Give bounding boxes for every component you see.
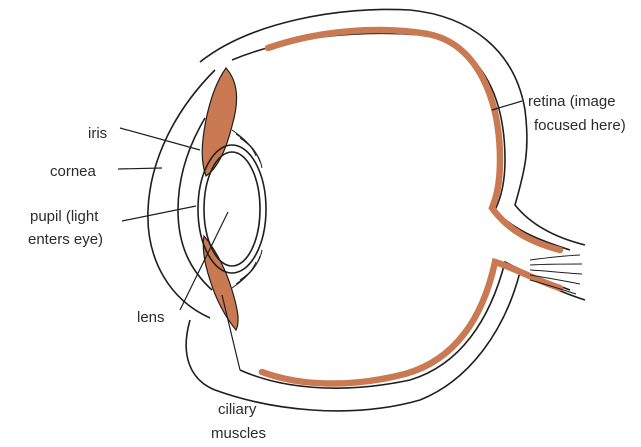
- zonule-fibres: [232, 130, 262, 288]
- sclera-outer: [186, 9, 585, 410]
- label-ciliary-line2: muscles: [211, 425, 266, 442]
- label-pupil-line1: pupil (light: [30, 208, 99, 225]
- lens-outer: [198, 145, 266, 273]
- label-lens: lens: [137, 309, 165, 326]
- label-retina-line1: retina (image: [528, 93, 616, 110]
- retina-band-lower: [262, 262, 560, 384]
- label-pupil-line2: enters eye): [28, 231, 103, 248]
- optic-nerve: [530, 255, 582, 294]
- iris-leader: [120, 128, 200, 150]
- retina-band: [268, 30, 560, 250]
- label-ciliary-line1: ciliary: [218, 401, 257, 418]
- lens-inner: [204, 152, 260, 266]
- iris-lower: [203, 236, 238, 330]
- pupil-leader: [122, 206, 196, 221]
- label-iris: iris: [88, 125, 107, 142]
- label-retina-line2: focused here): [534, 117, 626, 134]
- label-cornea: cornea: [50, 163, 97, 180]
- iris-upper: [202, 68, 236, 176]
